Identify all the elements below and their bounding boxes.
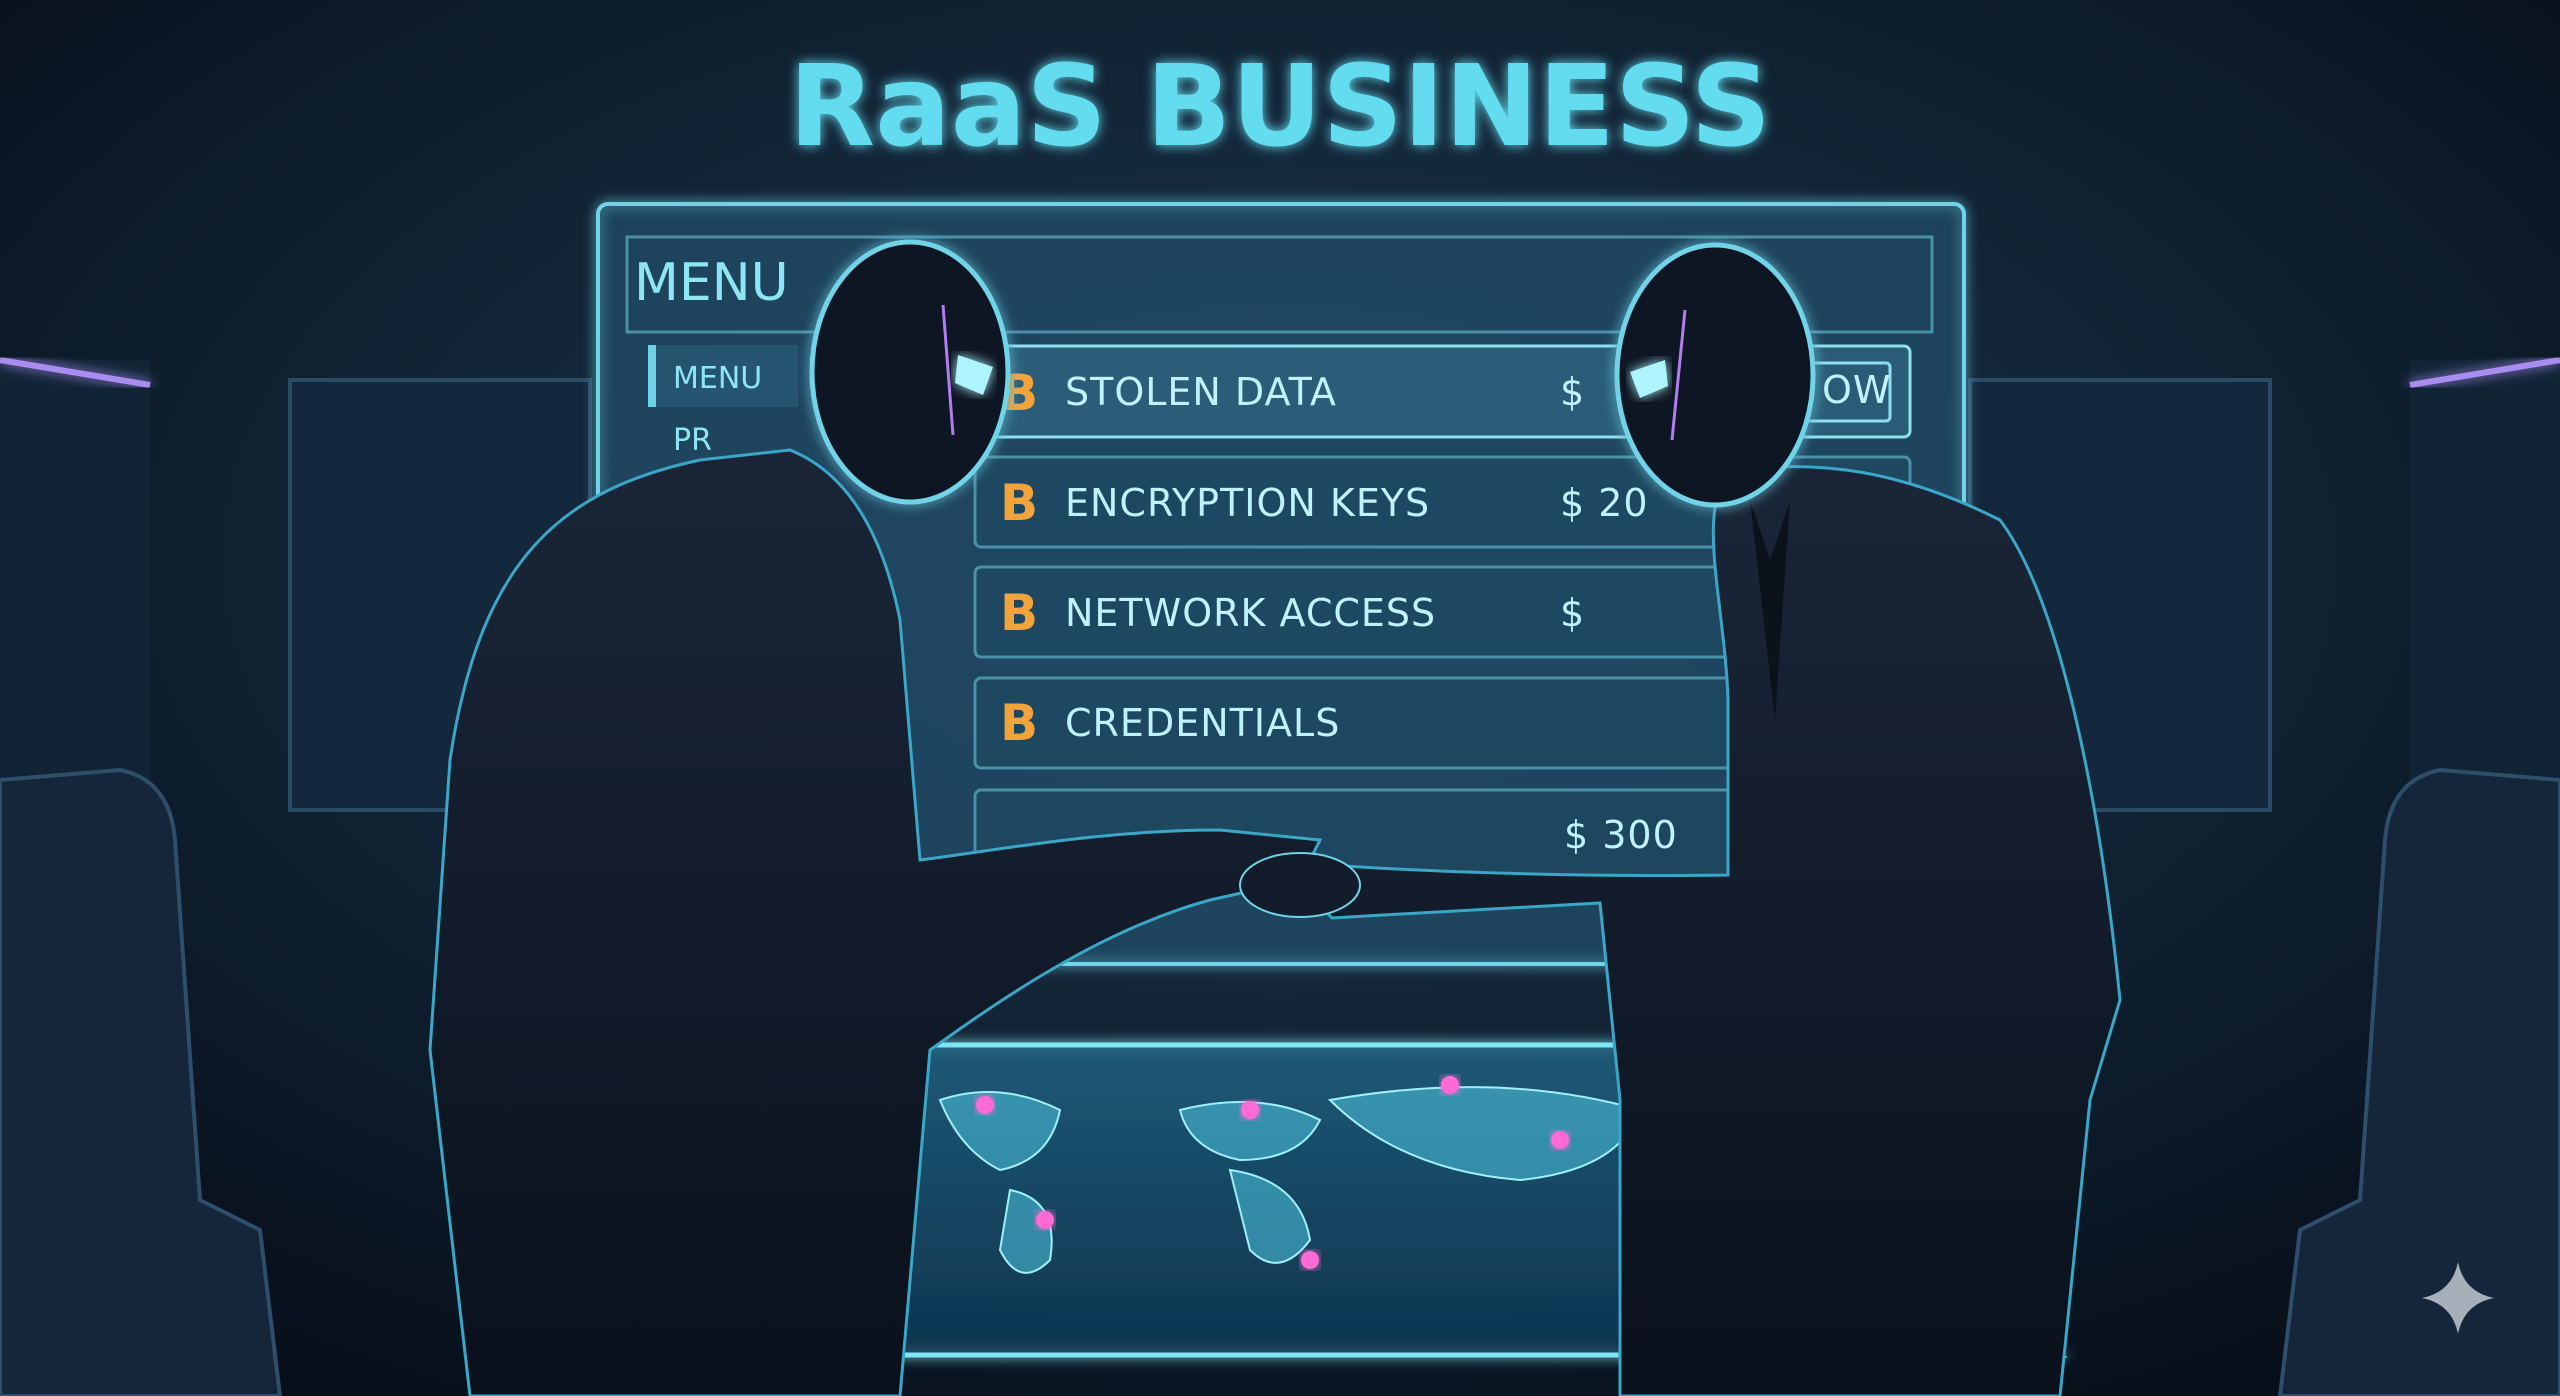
bitcoin-icon: B xyxy=(1000,584,1038,642)
right-mask xyxy=(1614,242,1816,508)
sidebar-item-menu[interactable] xyxy=(648,345,798,407)
handshake xyxy=(1239,852,1361,918)
item-label: CREDENTIALS xyxy=(1065,701,1340,745)
hotspot-marker xyxy=(1441,1076,1459,1094)
item-price: $ 300 xyxy=(1564,813,1678,857)
item-price: $ xyxy=(1560,370,1585,414)
item-price: $ 20 xyxy=(1560,481,1649,525)
item-label: NETWORK ACCESS xyxy=(1065,591,1436,635)
left-mask xyxy=(809,239,1011,505)
chairs xyxy=(0,767,2560,1396)
hotspot-marker xyxy=(1036,1211,1054,1229)
item-label: ENCRYPTION KEYS xyxy=(1065,481,1430,525)
sparkle-icon xyxy=(2422,1262,2494,1334)
right-eye xyxy=(1630,360,1668,398)
buy-now-label: OW xyxy=(1822,368,1891,412)
hotspot-marker xyxy=(1241,1101,1259,1119)
bitcoin-icon: B xyxy=(1000,474,1038,532)
menu-item[interactable]: B CREDENTIALS xyxy=(973,676,1912,770)
hotspot-marker xyxy=(1551,1131,1569,1149)
bitcoin-icon: B xyxy=(1000,694,1038,752)
left-eye xyxy=(955,355,993,395)
panel-heading: MENU xyxy=(634,253,789,313)
hotspot-marker xyxy=(1301,1251,1319,1269)
page-title: RaaS BUSINESS xyxy=(789,42,1771,172)
menu-item[interactable]: B NETWORK ACCESS $ xyxy=(973,565,1912,659)
item-price: $ xyxy=(1560,591,1585,635)
sidebar-item-label: PR xyxy=(673,423,712,458)
right-figure xyxy=(1302,242,2122,1396)
item-label: STOLEN DATA xyxy=(1065,370,1337,414)
left-figure xyxy=(428,239,1323,1396)
hotspot-marker xyxy=(976,1096,994,1114)
sidebar-item-label: MENU xyxy=(673,361,762,396)
